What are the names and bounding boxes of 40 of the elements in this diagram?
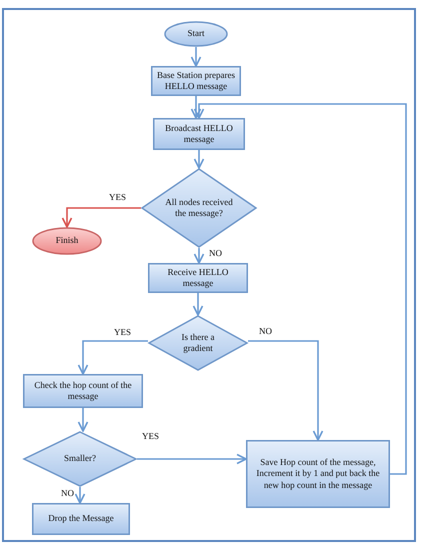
arrow bbox=[78, 408, 88, 432]
process-box bbox=[23, 374, 143, 408]
decision-diamond bbox=[141, 168, 257, 248]
node-text: Save Hop count of the message, Increment it by 1 and put back the new hop count in the message bbox=[255, 457, 381, 491]
node-text: Drop the Message bbox=[47, 513, 115, 525]
arrow bbox=[62, 207, 141, 228]
node-text: All nodes received the message? bbox=[164, 196, 234, 220]
arrow bbox=[190, 47, 202, 67]
process-box bbox=[153, 118, 245, 150]
decision-diamond bbox=[23, 431, 137, 487]
node-text: Start bbox=[186, 28, 206, 40]
edge-label: YES bbox=[113, 328, 132, 338]
arrow bbox=[194, 248, 204, 264]
arrow bbox=[74, 487, 86, 504]
arrow bbox=[190, 96, 202, 119]
edge-label: YES bbox=[108, 193, 128, 203]
node-text: Finish bbox=[54, 235, 80, 247]
arrow bbox=[78, 340, 148, 375]
decision-diamond bbox=[148, 315, 248, 371]
arrow bbox=[194, 150, 204, 169]
node-text: Broadcast HELLO message bbox=[164, 122, 234, 146]
node-text: Smaller? bbox=[63, 453, 97, 465]
process-box bbox=[151, 66, 241, 96]
process-box bbox=[32, 503, 130, 535]
edge-label: NO bbox=[60, 489, 75, 499]
arrow bbox=[194, 103, 407, 475]
terminal-ellipse bbox=[164, 21, 228, 47]
terminal-ellipse bbox=[32, 227, 102, 255]
node-text: Check the hop count of the message bbox=[33, 380, 133, 402]
node-text: Base Station prepares HELLO message bbox=[156, 70, 236, 92]
edge-label: NO bbox=[208, 249, 223, 259]
edge-label: YES bbox=[141, 432, 160, 442]
process-box bbox=[246, 440, 390, 508]
process-box bbox=[148, 263, 248, 293]
arrow bbox=[248, 340, 324, 441]
arrow bbox=[137, 454, 247, 464]
arrow bbox=[192, 293, 204, 316]
node-text: Receive HELLO message bbox=[166, 266, 230, 290]
edge-label: NO bbox=[258, 327, 273, 337]
node-text: Is there a gradient bbox=[180, 332, 216, 354]
